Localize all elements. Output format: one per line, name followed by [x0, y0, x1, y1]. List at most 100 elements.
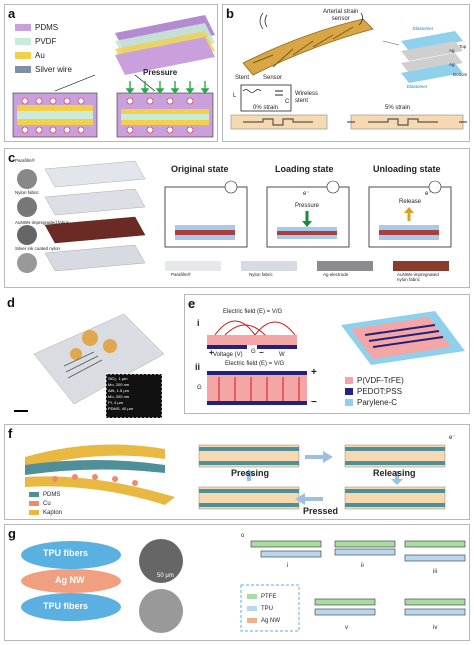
legend-swatch-kapton: [29, 509, 39, 515]
panel-label-e: e: [188, 296, 196, 311]
legend-item-silver-wire: Silver wire: [15, 63, 72, 77]
legend-item-tpu: TPU: [247, 603, 280, 615]
state-label-i: i: [287, 563, 289, 569]
field-label-top: Electric field (E) = V/G: [223, 309, 283, 315]
layer-label-aunws: AuNWs-impregnated fabric: [15, 220, 70, 225]
legend-item-au: Au: [15, 49, 72, 63]
legend-swatch-agnw: [247, 617, 257, 623]
legend-item-agnw: Ag NW: [247, 615, 280, 627]
legend-swatch-pdms: [15, 24, 31, 32]
layer-label-nylon: Nylon fabric: [15, 190, 39, 195]
electron-label-f: e⁻: [449, 435, 456, 441]
legend-item-pvdf: PVDF: [15, 35, 72, 49]
strain-0-label: 0% strain: [253, 105, 279, 111]
bottom-label-nylon: Nylon fabric: [249, 272, 273, 277]
electron-label-1: e⁻: [303, 191, 310, 197]
state-label-iv: iv: [433, 625, 438, 631]
bottom-label-ag-electrode: Ag electrode: [323, 272, 349, 277]
panel-g-illustration: [21, 539, 466, 633]
panel-label-g: g: [8, 526, 16, 541]
panel-b-illustration: [230, 12, 467, 130]
inductor-label: L: [233, 93, 237, 99]
bottom-label: Bottom: [453, 72, 468, 77]
ag-label-2: Ag: [449, 62, 455, 67]
minus-sign-1: −: [259, 348, 264, 357]
gap-label-1: G: [251, 349, 256, 355]
legend-swatch-pedot: [345, 388, 353, 396]
panel-f: f PDMS Cu Kapton Pressing Releasing Pres…: [4, 424, 470, 520]
pressure-label: Pressure: [143, 68, 178, 77]
panel-label-f: f: [8, 426, 13, 441]
pressing-label: Pressing: [231, 468, 270, 478]
field-label-bottom: Electric field (E) = V/G: [225, 361, 285, 367]
panel-c-illustration: [17, 160, 452, 273]
panel-f-illustration: [25, 444, 446, 510]
release-label-c: Release: [399, 199, 422, 205]
panel-c: c Parafilm® Nylo: [4, 148, 470, 288]
tpu-fibers-top-label: TPU fibers: [43, 548, 89, 558]
elastomer-top-label: Elastomer: [413, 26, 434, 31]
label-ii: ii: [195, 362, 201, 372]
legend-swatch-silver-wire: [15, 66, 31, 74]
panel-e-illustration: [207, 311, 465, 405]
legend-swatch-tpu: [247, 605, 257, 611]
panel-label-c: c: [8, 150, 16, 165]
inset-line: Mo, 200 nm: [108, 394, 130, 399]
inset-line: PDMS, 40 μm: [108, 406, 133, 411]
minus-sign-2: −: [311, 397, 317, 408]
strain-5-label: 5% strain: [385, 105, 411, 111]
label-i: i: [197, 318, 200, 328]
panel-g: g TPU fibers Ag NW TPU fibers 50 μm o i …: [4, 524, 470, 641]
ag-label-1: Ag: [449, 48, 455, 53]
legend-swatch-cu: [29, 500, 39, 506]
stent-label: Stent: [235, 75, 250, 81]
inset-line: Mo, 200 nm: [108, 382, 130, 387]
electron-label-2: e⁻: [425, 191, 432, 197]
sensor-label: Sensor: [263, 75, 283, 81]
legend-item-pdms-f: PDMS: [29, 491, 62, 500]
legend-swatch-ptfe: [247, 593, 257, 599]
legend-item-parylene: Parylene-C: [345, 397, 404, 408]
legend-item-cu: Cu: [29, 500, 62, 509]
layer-label-silver: Silver ink coated nylon: [15, 246, 61, 251]
legend-item-pvdf-trfe: P(VDF-TrFE): [345, 375, 404, 386]
legend-swatch-parylene: [345, 399, 353, 407]
original-state-title: Original state: [171, 164, 229, 174]
wireless-stent-label: Wireless stent: [295, 91, 319, 104]
bottom-label-parafilm: Parafilm®: [171, 272, 191, 277]
plus-sign-2: +: [311, 367, 317, 378]
panel-d: d SiO₂, 1 μm Mo, 200 nm AlN, 1.5 μm Mo, …: [4, 294, 180, 422]
elastomer-bottom-label: Elastomer: [407, 84, 428, 89]
inset-line: SiO₂, 1 μm: [108, 376, 128, 381]
panel-label-d: d: [7, 295, 15, 310]
legend-swatch-pvdf: [15, 38, 31, 46]
legend-item-kapton: Kapton: [29, 509, 62, 518]
loading-state-title: Loading state: [275, 164, 334, 174]
releasing-label: Releasing: [373, 468, 416, 478]
state-label-iii: iii: [433, 569, 437, 575]
inset-line: PI, 4 μm: [108, 400, 123, 405]
tpu-fibers-bottom-label: TPU fibers: [43, 601, 89, 611]
panel-e: e i ii Electric field (E) = V/G Electric…: [184, 294, 470, 414]
voltage-label: Voltage (V): [213, 352, 243, 358]
top-label: Top: [459, 44, 467, 49]
legend-swatch-pdms-f: [29, 491, 39, 497]
legend-swatch-pvdf-trfe: [345, 377, 353, 385]
panel-a-legend: PDMS PVDF Au Silver wire: [15, 21, 72, 77]
bottom-label-aunws-fabric: AuNWs-impregnated nylon fabric: [397, 272, 439, 282]
panel-d-illustration: [14, 313, 165, 419]
pressure-label-c: Pressure: [295, 203, 320, 209]
panel-a: a: [4, 4, 218, 142]
legend-item-ptfe: PTFE: [247, 591, 280, 603]
panel-a-illustration: [12, 15, 215, 138]
panel-e-legend: P(VDF-TrFE) PEDOT:PSS Parylene-C: [345, 375, 404, 408]
panel-g-legend: PTFE TPU Ag NW: [247, 591, 280, 627]
agnw-label: Ag NW: [55, 575, 85, 585]
pressed-label: Pressed: [303, 506, 339, 516]
state-label-v: v: [345, 625, 348, 631]
capacitor-label: C: [285, 99, 290, 105]
panel-label-a: a: [8, 6, 16, 21]
arterial-strain-sensor-label: Arterial strain sensor: [323, 9, 359, 22]
legend-item-pedot: PEDOT:PSS: [345, 386, 404, 397]
scale-bar-label: 50 μm: [157, 573, 174, 579]
